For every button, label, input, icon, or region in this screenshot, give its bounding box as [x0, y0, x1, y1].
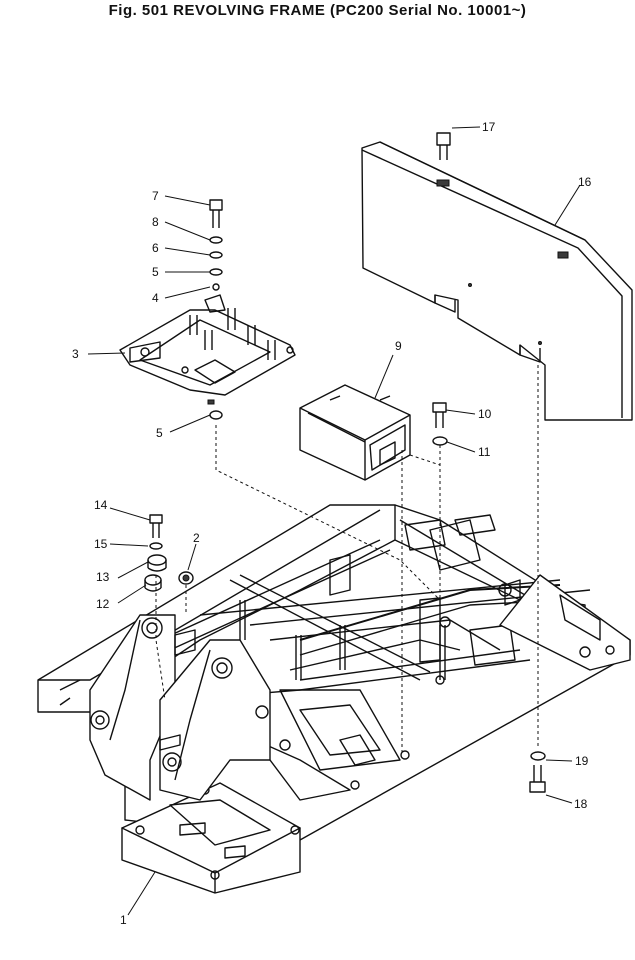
callout-2: 2: [193, 531, 200, 545]
washer-5b-part: [209, 410, 223, 420]
figure-title: Fig. 501 REVOLVING FRAME (PC200 Serial N…: [108, 2, 527, 19]
callout-14: 14: [94, 498, 108, 512]
callout-labels: 7 8 6 5 4 3 5 9 10 11 14 15 2 13 12 17 1…: [72, 120, 592, 927]
callout-16: 16: [578, 175, 592, 189]
callout-15: 15: [94, 537, 108, 551]
callout-17: 17: [482, 120, 496, 134]
callout-9: 9: [395, 339, 402, 353]
washer-8-part: [209, 236, 223, 244]
cap-12-part: [144, 574, 162, 592]
washer-6-part: [209, 251, 223, 259]
bolt-17-part: [436, 132, 451, 160]
callout-13: 13: [96, 570, 110, 584]
assembly-lines: [155, 365, 539, 755]
callout-11: 11: [478, 445, 491, 459]
callout-12: 12: [96, 597, 110, 611]
cover-plate: [361, 141, 633, 421]
callout-5-upper: 5: [152, 265, 159, 279]
washer-5a-part: [209, 268, 223, 276]
callout-19: 19: [575, 754, 589, 768]
leader-lines: [87, 126, 581, 916]
bolt-14-part: [149, 514, 163, 538]
washer-19-part: [530, 751, 546, 761]
cap-13-part: [147, 554, 167, 572]
callout-10: 10: [478, 407, 492, 421]
callout-7: 7: [152, 189, 159, 203]
revolving-frame: [37, 504, 631, 894]
washer-11-part: [432, 436, 448, 446]
callout-3: 3: [72, 347, 79, 361]
bolt-7-part: [209, 199, 223, 228]
bolt-18-part: [529, 765, 546, 793]
callout-5-lower: 5: [156, 426, 163, 440]
ring-4-part: [212, 283, 220, 291]
washer-15-part: [149, 542, 163, 550]
callout-4: 4: [152, 291, 159, 305]
box-part: [299, 384, 411, 481]
callout-8: 8: [152, 215, 159, 229]
callout-1: 1: [120, 913, 127, 927]
bolt-10-part: [432, 402, 447, 428]
callout-6: 6: [152, 241, 159, 255]
bracket-plate: [119, 294, 296, 405]
nut-2-part: [178, 571, 194, 585]
callout-18: 18: [574, 797, 588, 811]
